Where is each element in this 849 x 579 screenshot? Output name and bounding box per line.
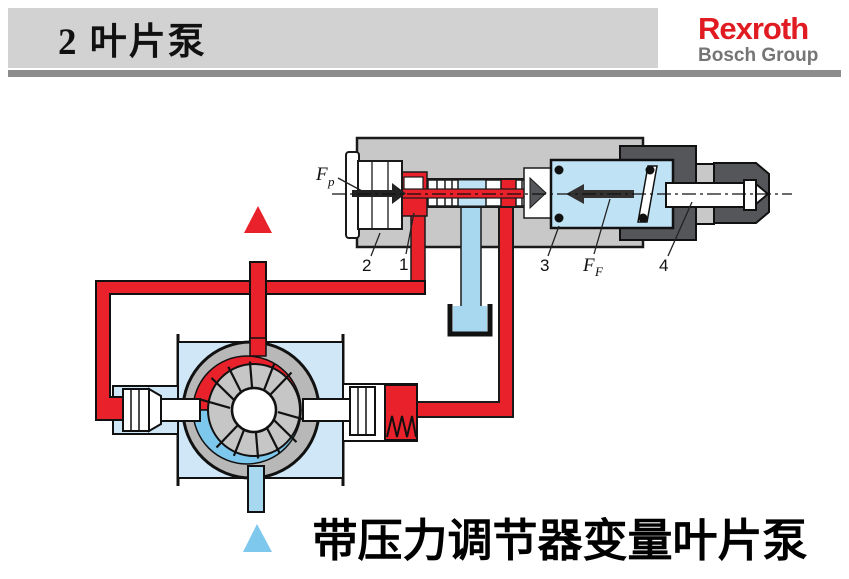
pressure-piping [95, 261, 426, 421]
pressure-triangle-icon [244, 206, 272, 233]
bosch-group-text: Bosch Group [698, 44, 819, 66]
poppet [529, 176, 547, 210]
rexroth-logo-text: Rexroth [698, 11, 809, 46]
drain-channel [460, 197, 482, 311]
pressure-force-arrow [352, 183, 406, 204]
label-part4: 4 [659, 256, 668, 275]
rotor-hub [230, 386, 278, 434]
caption: 带压力调节器变量叶片泵 [312, 514, 808, 567]
left-control-piston [122, 387, 162, 433]
pressure-pipe-main [95, 280, 426, 421]
label-ff-sub: F [594, 264, 604, 279]
tank-fluid [453, 306, 487, 332]
spring-adjuster-assembly [549, 145, 770, 241]
part-labels: F p 2 1 3 F F 4 [315, 164, 668, 279]
tank-symbol [447, 304, 493, 337]
spring-seats [554, 165, 655, 223]
right-control-piston [349, 384, 418, 441]
bias-spring [386, 415, 417, 438]
pump-suction-port-bottom [247, 465, 265, 513]
spring-plate [637, 165, 658, 223]
leader-lines [337, 177, 693, 257]
pump-internals [122, 337, 418, 513]
rexroth-logo: Rexroth Bosch Group [698, 11, 838, 66]
label-ff: F [582, 255, 595, 276]
label-fp-sub: p [327, 174, 335, 189]
suction-triangle-icon [243, 524, 272, 552]
adjustment-screw [665, 182, 747, 208]
screw-collar [743, 179, 757, 211]
label-fp: F [315, 164, 328, 185]
spring-pressure-chamber [384, 384, 418, 441]
label-part2: 2 [362, 256, 371, 275]
pressure-pipe-to-pump [249, 261, 267, 347]
pump-inlet-port-top [249, 337, 267, 357]
label-part3: 3 [540, 256, 549, 275]
right-piston-rod [302, 398, 354, 422]
label-part1: 1 [399, 255, 408, 274]
page-title: 2 叶片泵 [58, 22, 207, 63]
header-bar: 2 叶片泵 [8, 8, 658, 68]
header-divider [8, 70, 841, 77]
